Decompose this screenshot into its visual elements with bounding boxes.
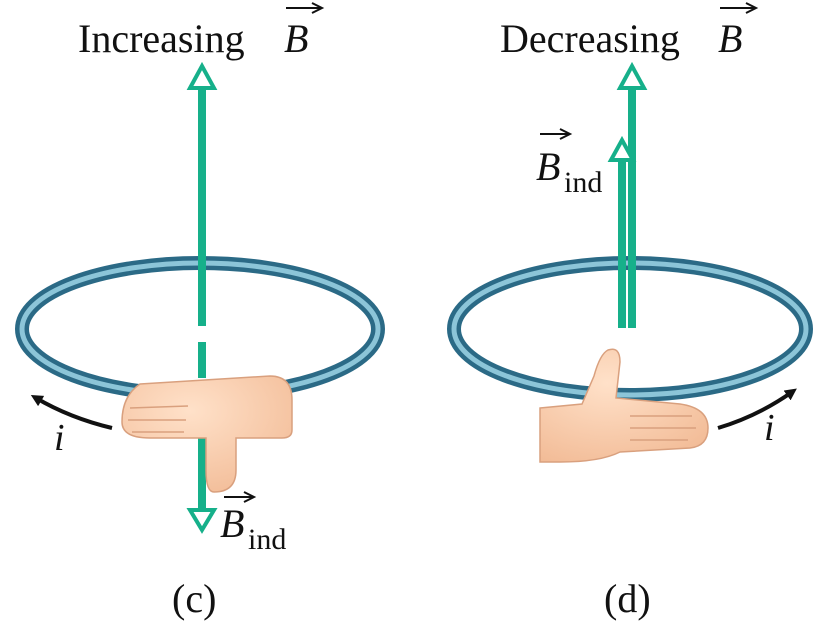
- panel-d-label: (d): [604, 576, 651, 621]
- panel-c-current-arrow: [30, 394, 113, 430]
- panel-c-title-vector-arrow: [286, 2, 325, 14]
- panel-d-current-arrow: [717, 388, 797, 430]
- panel-d-title-vector-arrow: [720, 2, 759, 14]
- panel-d-induced-subscript: ind: [564, 166, 602, 199]
- panel-c-induced-label: B ind: [220, 491, 286, 556]
- panel-c-field-arrow: [186, 61, 218, 378]
- panel-c-hand-icon: [121, 375, 293, 493]
- panel-d-current-label: i: [764, 407, 775, 449]
- panel-c: Increasing B i: [15, 2, 385, 621]
- panel-d-hand-icon: [539, 348, 709, 463]
- panel-c-label: (c): [172, 576, 216, 621]
- panel-c-induced-vector-arrow: [224, 491, 257, 503]
- panel-c-title-word: Increasing: [78, 16, 245, 61]
- panel-c-current-label: i: [54, 417, 65, 459]
- panel-d-induced-vector-arrow: [540, 128, 573, 140]
- panel-d-title-field-symbol: B: [718, 16, 742, 61]
- panel-c-induced-symbol: B: [220, 501, 244, 546]
- panel-d-induced-symbol: B: [536, 144, 560, 189]
- panel-c-title-field-symbol: B: [284, 16, 308, 61]
- panel-d-title-word: Decreasing: [500, 16, 680, 61]
- panel-d-induced-label: B ind: [536, 128, 602, 199]
- panel-c-induced-subscript: ind: [248, 523, 286, 556]
- panel-d: Decreasing B B ind: [447, 2, 813, 621]
- panel-d-field-arrow: [616, 61, 648, 328]
- panel-d-induced-arrow: [607, 135, 637, 328]
